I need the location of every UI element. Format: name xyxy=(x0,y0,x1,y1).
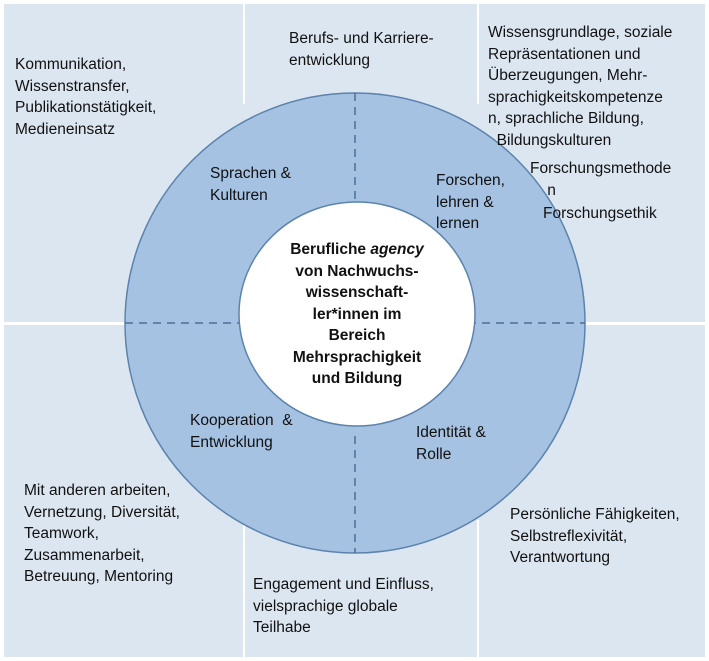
center-circle xyxy=(238,201,476,427)
ring-label-sprachen: Sprachen & Kulturen xyxy=(210,165,291,204)
outer-label-kommunikation: Kommunikation, Wissenstransfer, Publikat… xyxy=(15,56,157,138)
outer-label-ethik: Forschungsethik xyxy=(543,205,657,222)
outer-label-wissen: Wissensgrundlage, soziale Repräsentation… xyxy=(488,24,673,149)
center-title-italic: agency xyxy=(370,241,424,258)
vertical-divider-bottom-right xyxy=(477,520,479,657)
center-title-rest: von Nachwuchs- wissenschaft- ler*innen i… xyxy=(292,262,422,388)
outer-label-engagement: Engagement und Einfluss, vielsprachige g… xyxy=(253,576,434,636)
vertical-divider-top xyxy=(243,4,245,104)
vertical-divider-top-right xyxy=(477,4,479,104)
outer-label-beruf: Berufs- und Karriere- entwicklung xyxy=(289,30,434,69)
center-title: Berufliche agency von Nachwuchs- wissens… xyxy=(257,239,457,390)
outer-label-methode: Forschungsmethode n xyxy=(530,160,672,199)
ring-label-identitaet: Identität & Rolle xyxy=(416,424,486,463)
outer-label-persoenlich: Persönliche Fähigkeiten, Selbstreflexivi… xyxy=(510,506,680,566)
ring-label-kooperation: Kooperation & Entwicklung xyxy=(190,412,293,451)
ring-label-forschen: Forschen, lehren & lernen xyxy=(436,172,505,232)
vertical-divider-bottom xyxy=(243,520,245,657)
outer-label-arbeiten: Mit anderen arbeiten, Vernetzung, Divers… xyxy=(24,482,180,585)
center-title-prefix: Berufliche xyxy=(290,241,371,258)
